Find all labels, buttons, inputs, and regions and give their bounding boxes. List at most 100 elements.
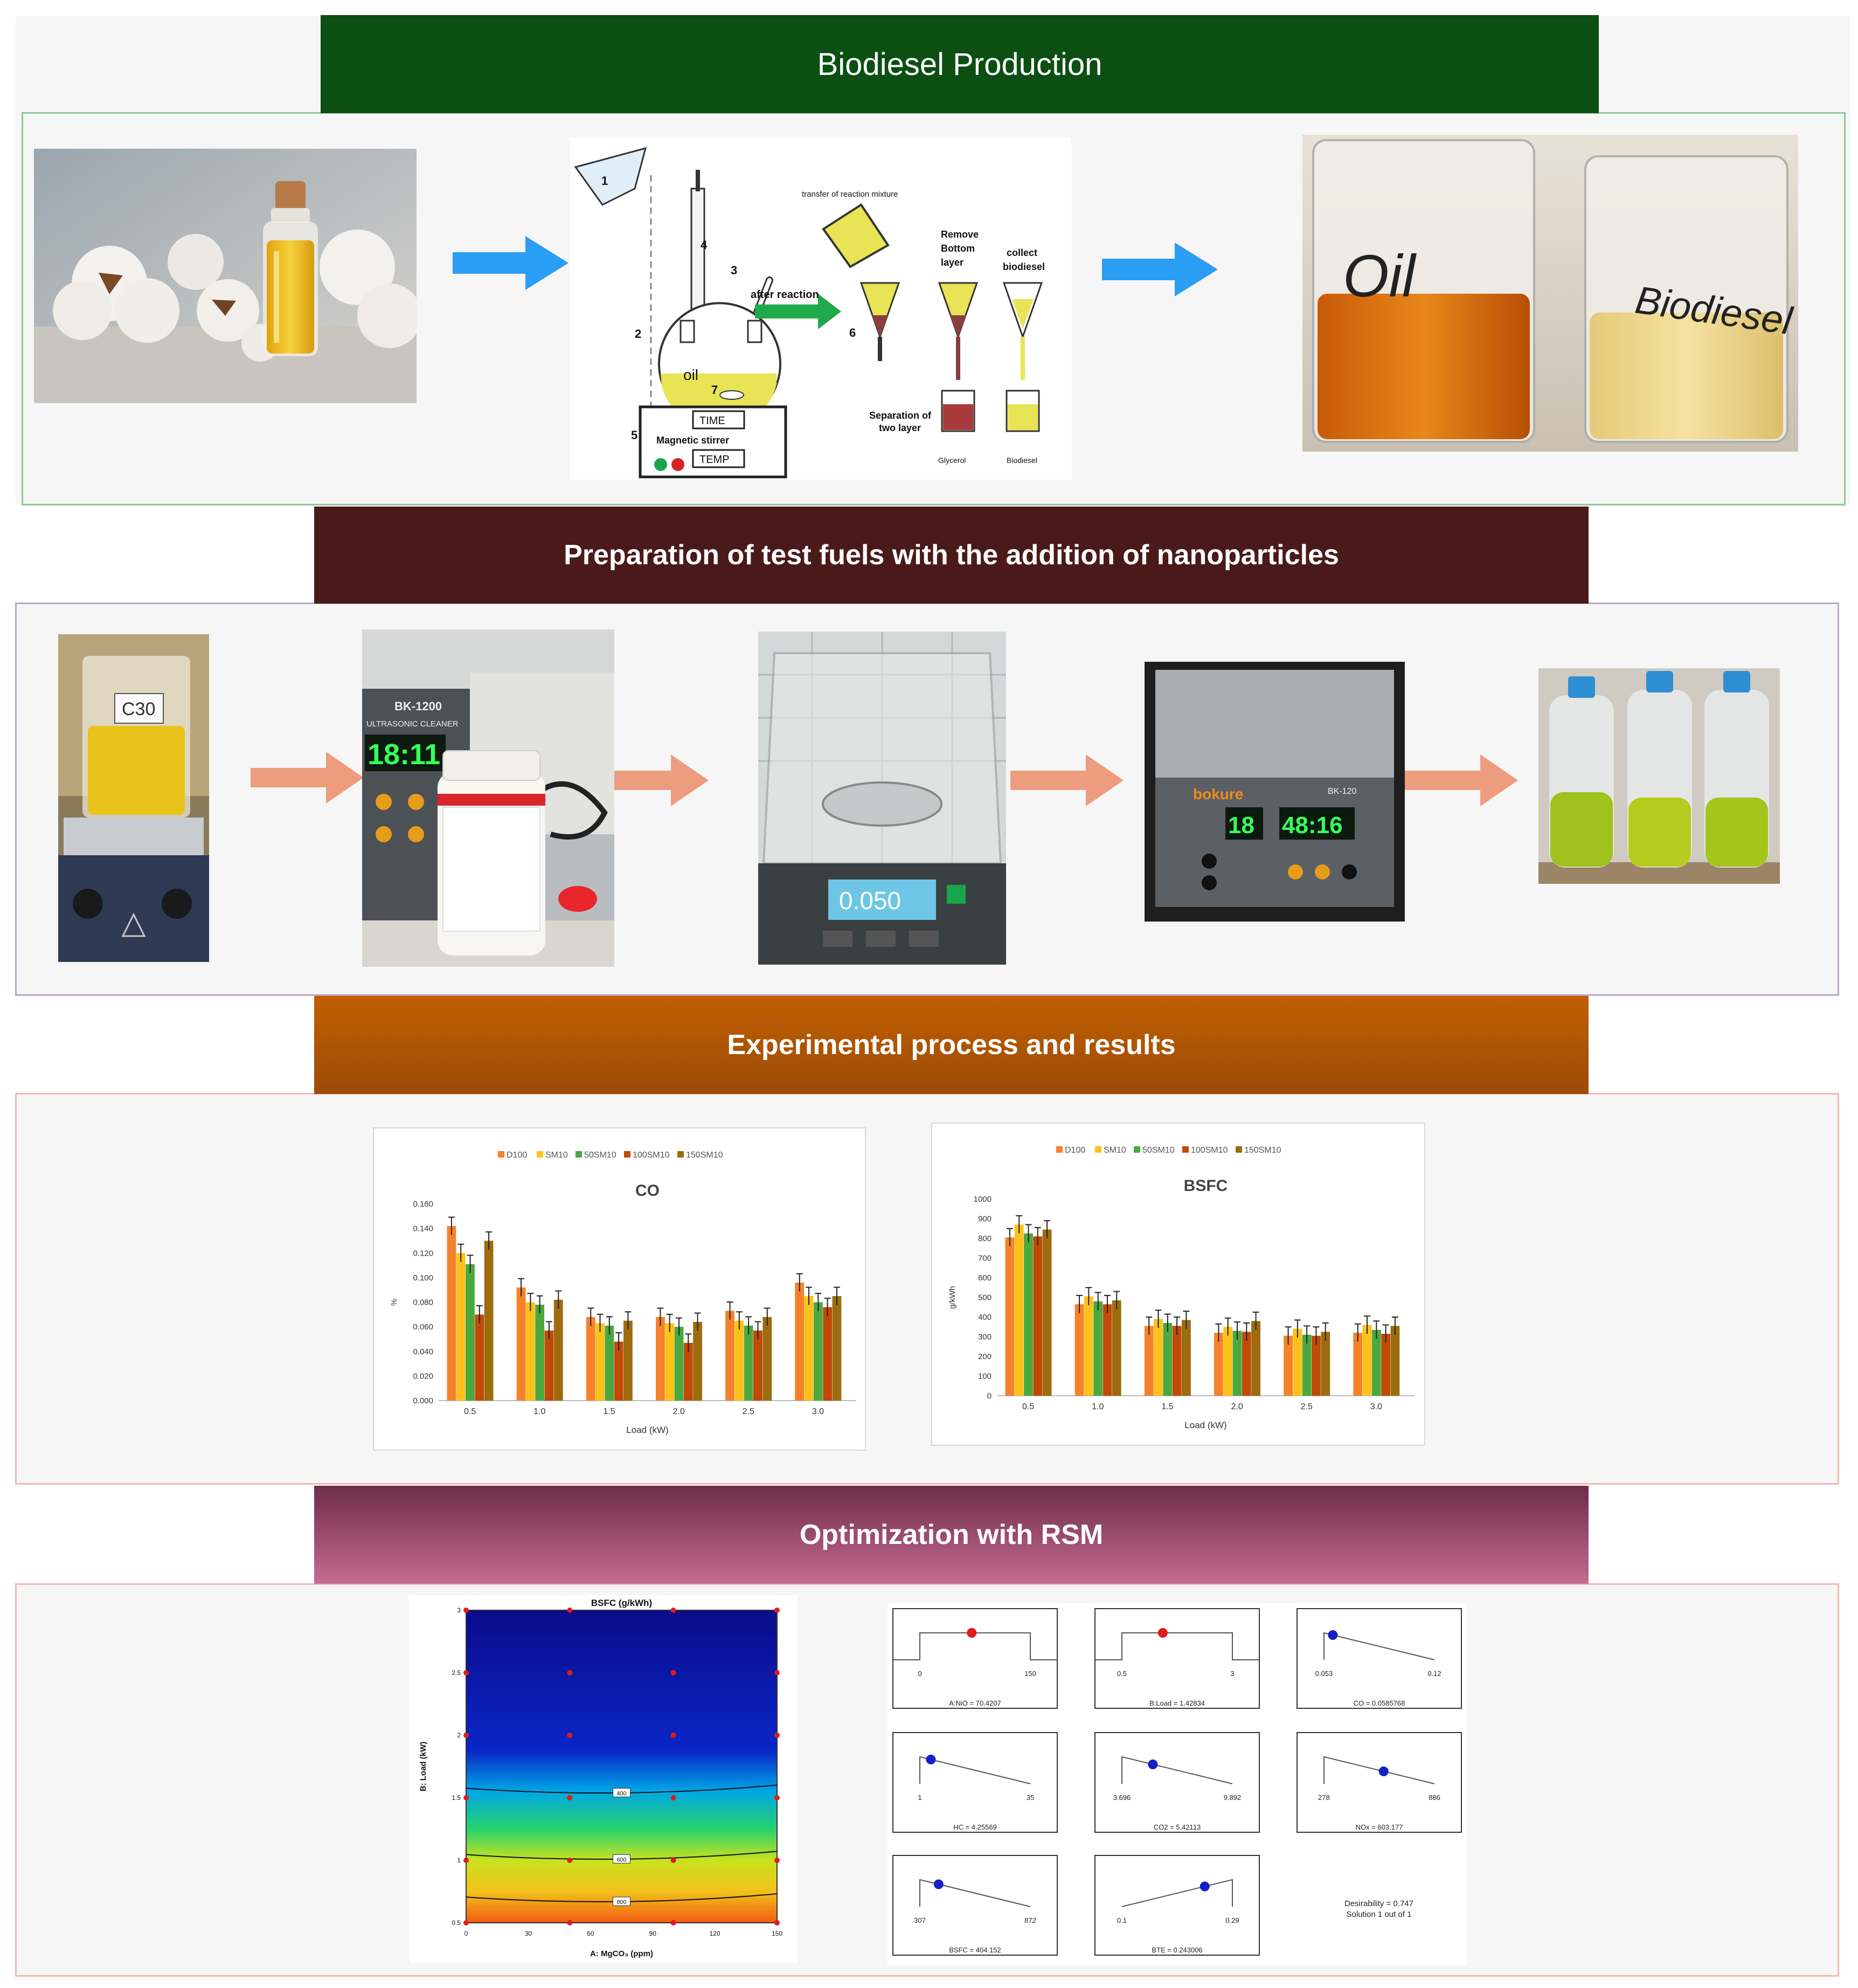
ramp-frame <box>1297 1608 1462 1709</box>
ramp-line <box>919 1756 1031 1784</box>
bar <box>595 1323 605 1401</box>
contour-x-tick: 90 <box>649 1930 657 1937</box>
arrow-shape <box>251 752 364 803</box>
y-tick-label: 600 <box>978 1273 992 1283</box>
arrow-right-icon <box>1102 243 1218 296</box>
arrow-right-icon <box>614 754 709 806</box>
bar <box>1353 1333 1363 1396</box>
y-tick-label: 0.080 <box>413 1298 433 1307</box>
bar <box>614 1341 623 1401</box>
x-tick-label: 1.5 <box>603 1407 615 1416</box>
y-tick-label: 0 <box>987 1391 992 1401</box>
section-3-banner: Experimental process and results <box>314 996 1589 1094</box>
ramp-line <box>1121 1879 1233 1907</box>
legend-swatch <box>576 1151 582 1158</box>
design-point <box>774 1795 780 1800</box>
ramp-line <box>1095 1632 1259 1660</box>
ramp-dot <box>933 1879 944 1889</box>
ramp-dot <box>967 1628 977 1638</box>
ramp-line <box>1323 1756 1435 1784</box>
label-collect-2: biodiesel <box>1003 261 1045 272</box>
x-tick-label: 1.0 <box>533 1407 545 1416</box>
ramp-min-label: 0.053 <box>1315 1670 1333 1678</box>
contour-label: 600 <box>616 1857 626 1863</box>
y-tick-label: 0.160 <box>413 1200 433 1209</box>
y-tick-label: 300 <box>978 1333 992 1342</box>
y-tick-label: 0.100 <box>413 1273 433 1283</box>
design-point <box>567 1858 573 1863</box>
section-4-banner: Optimization with RSM <box>314 1486 1589 1584</box>
x-tick-label: 3.0 <box>812 1407 824 1416</box>
balance-readout: 0.050 <box>839 886 901 915</box>
design-point <box>670 1670 676 1675</box>
ramp-dot <box>1200 1881 1210 1892</box>
design-point <box>567 1795 573 1800</box>
design-point <box>670 1733 676 1738</box>
ramp-dot <box>1157 1628 1168 1638</box>
x-axis-label: Load (kW) <box>626 1425 668 1435</box>
legend-swatch <box>498 1151 504 1158</box>
legend-swatch <box>1182 1146 1189 1153</box>
label-transfer: transfer of reaction mixture <box>802 190 898 199</box>
section-3-frame <box>15 1093 1839 1485</box>
x-tick-label: 0.5 <box>464 1407 476 1416</box>
bar <box>744 1325 753 1401</box>
ramp-max-label: 872 <box>1024 1916 1036 1924</box>
legend-swatch <box>677 1151 684 1158</box>
y-tick-label: 1000 <box>974 1195 992 1204</box>
ramp-dot <box>1378 1767 1389 1776</box>
bar <box>753 1330 762 1401</box>
ultrasonic-name-label: ULTRASONIC CLEANER <box>366 719 459 729</box>
ramp-line <box>1323 1632 1435 1660</box>
analytical-balance-photo: 0.050 <box>758 632 1006 965</box>
label-2: 2 <box>635 327 641 341</box>
bar <box>535 1305 545 1401</box>
bath-model-label: BK-120 <box>1328 787 1356 796</box>
legend-label: SM10 <box>545 1151 568 1160</box>
bar <box>1024 1233 1033 1396</box>
arrow-shape <box>453 236 569 290</box>
label-6: 6 <box>849 326 856 340</box>
design-point <box>670 1920 676 1925</box>
contour-label-box <box>613 1854 630 1864</box>
ultrasonic-time-display: 18:11 <box>368 738 440 771</box>
label-separation-2: two layer <box>879 422 921 433</box>
y-tick-label: 100 <box>978 1372 992 1381</box>
legend-swatch <box>537 1151 543 1158</box>
label-remove-1: Remove <box>941 229 979 240</box>
legend-label: SM10 <box>1104 1146 1126 1155</box>
contour-y-tick: 2.5 <box>452 1669 461 1677</box>
solution-count: Solution 1 out of 1 <box>1347 1910 1412 1919</box>
legend-swatch <box>1095 1146 1101 1153</box>
bath-left-display: 18 <box>1228 812 1254 839</box>
legend-label: 100SM10 <box>633 1151 670 1160</box>
y-tick-label: 0.140 <box>413 1224 433 1234</box>
ramp-max-label: 0.12 <box>1427 1670 1441 1678</box>
bottle-1 <box>1549 676 1614 868</box>
section-1-banner: Biodiesel Production <box>321 15 1599 113</box>
bar <box>665 1323 675 1401</box>
legend-label: 50SM10 <box>1142 1146 1175 1155</box>
contour-label: 800 <box>616 1899 626 1906</box>
label-stirrer: Magnetic stirrer <box>656 435 729 446</box>
label-remove-2: Bottom <box>941 243 975 254</box>
ramp-frame <box>1094 1732 1260 1833</box>
legend-label: D100 <box>507 1151 527 1160</box>
design-point <box>774 1608 780 1613</box>
bar <box>1302 1334 1312 1396</box>
bar <box>1371 1329 1381 1396</box>
beaker-c30-label: C30 <box>122 699 155 719</box>
ramp-min-label: 0.5 <box>1117 1670 1127 1678</box>
ramp-max-label: 3 <box>1230 1670 1234 1678</box>
bar <box>586 1317 595 1401</box>
bar <box>674 1327 684 1401</box>
legend-swatch <box>624 1151 630 1158</box>
ramp-dot <box>1328 1630 1338 1640</box>
bottle-2 <box>1627 671 1692 868</box>
label-4: 4 <box>701 238 708 252</box>
x-tick-label: 2.0 <box>673 1407 685 1416</box>
chart-title: BSFC <box>1184 1177 1228 1195</box>
